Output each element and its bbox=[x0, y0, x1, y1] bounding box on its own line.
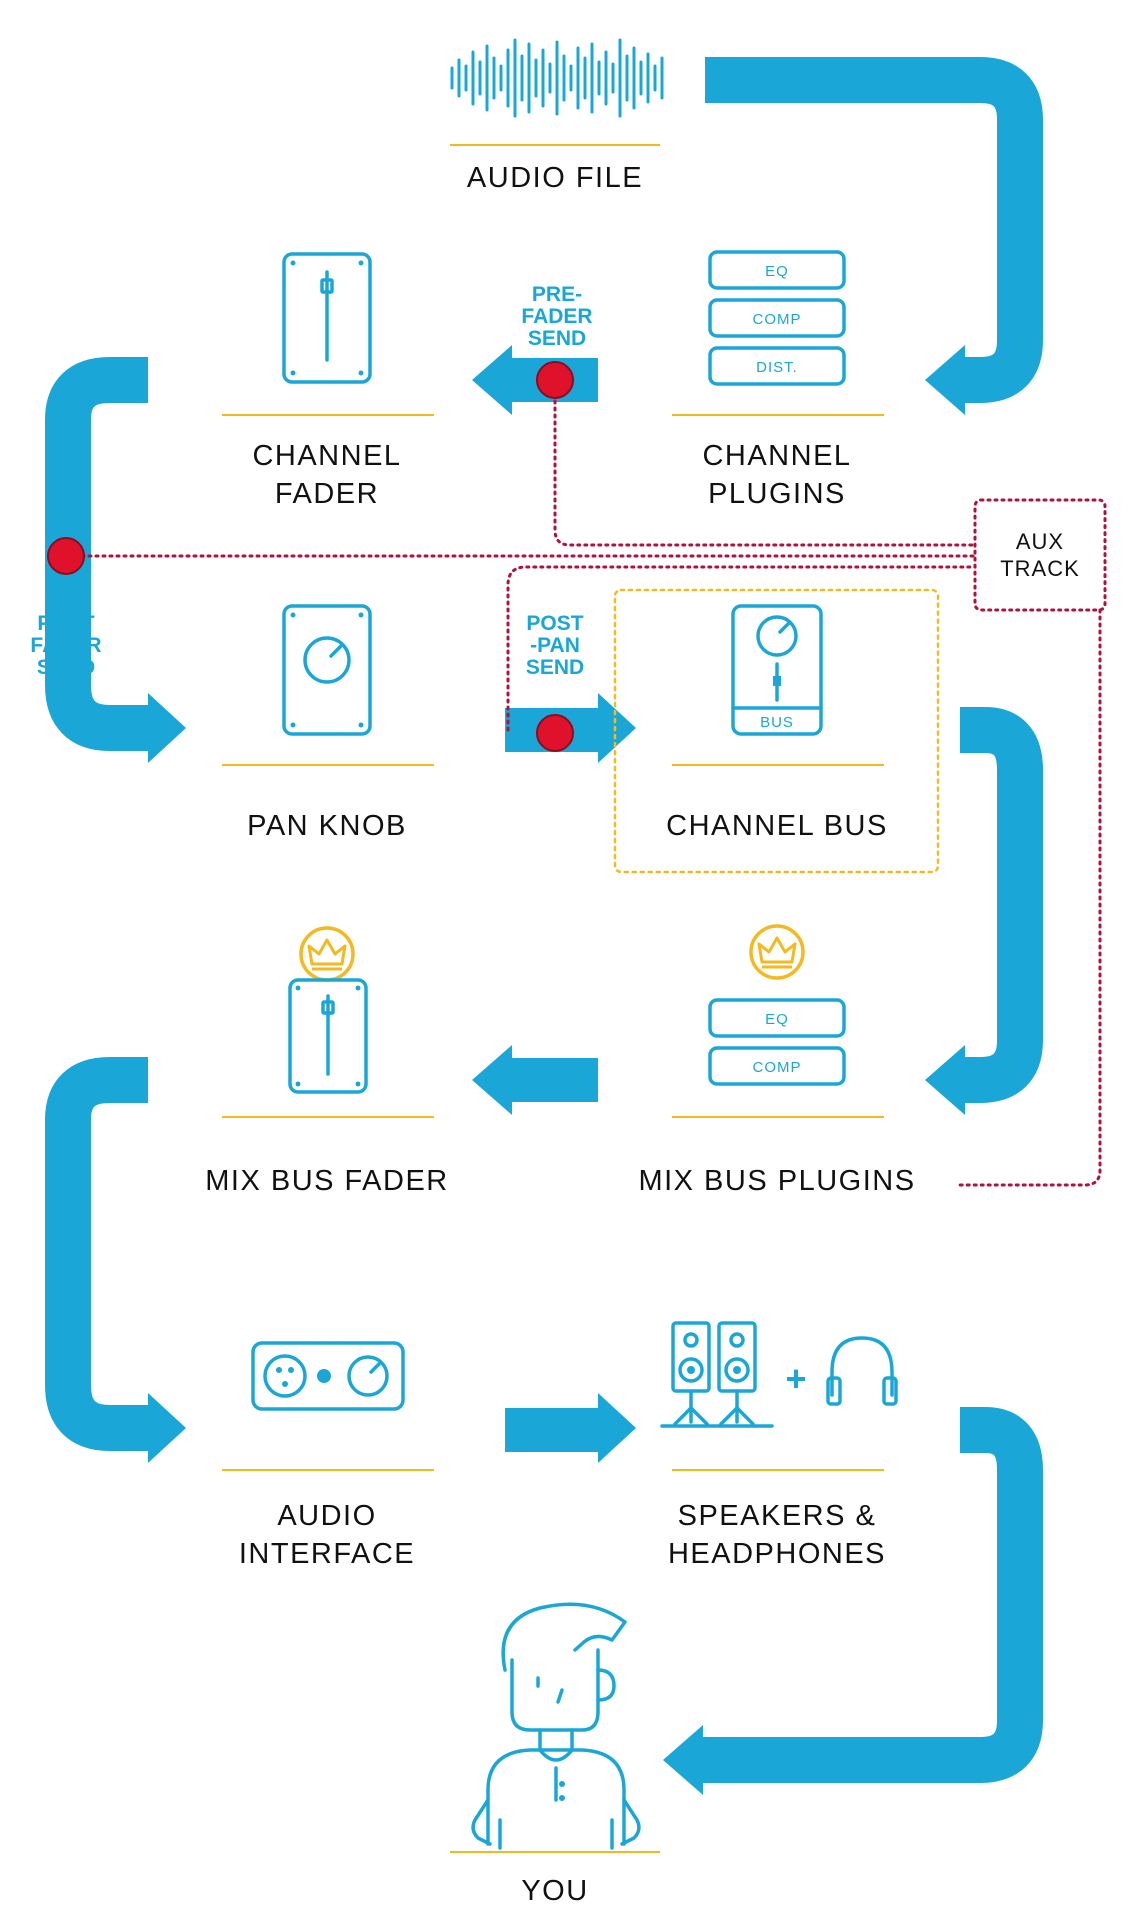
flow-arrow-bus-to-mixplugins bbox=[960, 707, 1043, 1103]
speakers-icon bbox=[660, 1321, 774, 1428]
channel-plugins-label-1: CHANNEL bbox=[702, 440, 851, 472]
plugin-box-comp bbox=[708, 298, 846, 338]
you-label: YOU bbox=[521, 1875, 588, 1907]
flow-arrow-mixplugins-to-mixfader bbox=[510, 1058, 598, 1102]
channel-fader-label-1: CHANNEL bbox=[252, 440, 401, 472]
plugin-eq-label: EQ bbox=[765, 263, 789, 280]
send-labels: PRE- FADER SEND POST FADER SEND POST -PA… bbox=[30, 283, 592, 679]
mixbus-return-route bbox=[958, 608, 1102, 1187]
post-fader-send-label-3: SEND bbox=[37, 656, 95, 679]
node-channel-plugins: EQ COMP DIST. CHANNEL PLUGINS bbox=[672, 250, 884, 510]
pan-knob-label: PAN KNOB bbox=[247, 810, 407, 842]
node-pan-knob: PAN KNOB bbox=[222, 604, 434, 842]
knob-icon bbox=[282, 604, 372, 736]
flow-arrow-interface-to-speakers bbox=[505, 1408, 600, 1452]
flow-arrow-file-to-plugins bbox=[705, 57, 1043, 403]
fader-icon bbox=[288, 978, 368, 1094]
plugin-comp-label: COMP bbox=[753, 311, 802, 328]
arrowhead-interface bbox=[148, 1393, 186, 1463]
plugin-box-dist bbox=[708, 346, 846, 386]
post-pan-route bbox=[506, 565, 977, 732]
aux-routing: AUX TRACK bbox=[47, 361, 1107, 1187]
pre-fader-route bbox=[553, 378, 977, 547]
audio-interface-label-1: AUDIO bbox=[277, 1500, 376, 1532]
channel-bus-highlight bbox=[613, 588, 940, 874]
pre-fader-send-point[interactable] bbox=[536, 361, 574, 399]
post-pan-send-label-2: -PAN bbox=[530, 634, 580, 657]
node-speakers-headphones: + SPEAKERS & HEADPHONES bbox=[660, 1321, 898, 1570]
arrowhead-mixplugins bbox=[925, 1045, 965, 1115]
headphones-icon bbox=[826, 1336, 898, 1406]
post-pan-send-point[interactable] bbox=[536, 714, 574, 752]
audio-file-label: AUDIO FILE bbox=[467, 162, 643, 194]
mix-plugin-box-comp bbox=[708, 1046, 846, 1086]
audio-interface-icon bbox=[251, 1341, 405, 1411]
crown-icon bbox=[299, 926, 355, 982]
flow-arrow-mixfader-to-interface bbox=[45, 1057, 155, 1451]
arrowhead-pan bbox=[148, 693, 186, 763]
aux-track-label-2: TRACK bbox=[1000, 556, 1080, 581]
pre-fader-send-label-2: FADER bbox=[521, 305, 592, 328]
pre-fader-send-label-3: SEND bbox=[528, 327, 586, 350]
arrowhead-you bbox=[663, 1725, 703, 1795]
node-channel-fader: CHANNEL FADER bbox=[222, 252, 434, 510]
speakers-label-1: SPEAKERS & bbox=[678, 1500, 877, 1532]
mix-plugin-eq-label: EQ bbox=[765, 1011, 789, 1028]
mix-plugin-comp-label: COMP bbox=[753, 1059, 802, 1076]
post-fader-send-point[interactable] bbox=[47, 537, 85, 575]
mix-bus-plugins-label: MIX BUS PLUGINS bbox=[638, 1165, 915, 1197]
arrowhead-bus bbox=[598, 693, 636, 763]
plus-sign: + bbox=[785, 1358, 806, 1399]
post-fader-send-label-2: FADER bbox=[30, 634, 101, 657]
arrowhead-speakers bbox=[598, 1393, 636, 1463]
crown-icon bbox=[749, 924, 805, 980]
aux-track-label-1: AUX bbox=[1016, 529, 1064, 554]
channel-bus-label: CHANNEL BUS bbox=[666, 810, 888, 842]
node-audio-file: AUDIO FILE bbox=[450, 38, 664, 194]
post-pan-send-label-1: POST bbox=[526, 612, 583, 635]
audio-interface-label-2: INTERFACE bbox=[239, 1538, 415, 1570]
arrowhead-mixfader bbox=[472, 1045, 512, 1115]
arrowhead-fader bbox=[472, 345, 512, 415]
speakers-label-2: HEADPHONES bbox=[668, 1538, 886, 1570]
arrowhead-plugins bbox=[925, 345, 965, 415]
plugin-stack-icon: EQ COMP DIST. bbox=[708, 250, 846, 386]
channel-fader-label-2: FADER bbox=[275, 478, 379, 510]
pre-fader-send-label-1: PRE- bbox=[532, 283, 582, 306]
flow-arrows bbox=[45, 57, 1043, 1795]
plugin-dist-label: DIST. bbox=[756, 359, 798, 376]
plugin-box-eq bbox=[708, 250, 846, 290]
node-mix-bus-fader: MIX BUS FADER bbox=[205, 926, 449, 1197]
post-fader-send-label-1: POST bbox=[37, 612, 94, 635]
bus-icon-label: BUS bbox=[760, 714, 794, 731]
waveform-icon bbox=[450, 38, 664, 118]
bus-strip-icon: BUS bbox=[731, 604, 823, 736]
node-you: YOU bbox=[450, 1602, 660, 1907]
mix-bus-fader-label: MIX BUS FADER bbox=[205, 1165, 449, 1197]
node-audio-interface: AUDIO INTERFACE bbox=[222, 1341, 434, 1570]
plugin-stack-icon: EQ COMP bbox=[708, 998, 846, 1086]
node-mix-bus-plugins: EQ COMP MIX BUS PLUGINS bbox=[638, 924, 915, 1197]
aux-track-box bbox=[973, 498, 1107, 612]
node-channel-bus: BUS CHANNEL BUS bbox=[613, 588, 940, 874]
flow-arrow-speakers-to-you bbox=[700, 1407, 1043, 1783]
fader-icon bbox=[282, 252, 372, 384]
post-pan-send-label-3: SEND bbox=[526, 656, 584, 679]
person-icon bbox=[471, 1602, 641, 1850]
mix-plugin-box-eq bbox=[708, 998, 846, 1038]
channel-plugins-label-2: PLUGINS bbox=[708, 478, 846, 510]
